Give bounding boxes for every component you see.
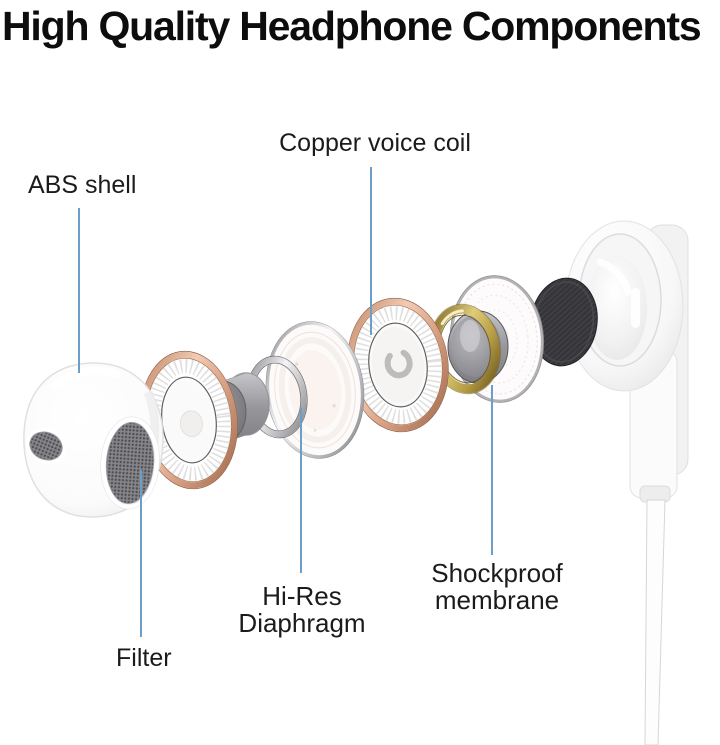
- gloss-highlight: [596, 258, 632, 296]
- copper-voice-coil-leader-line: [370, 167, 372, 335]
- shell-highlight: [51, 366, 120, 390]
- hires-diaphragm-label-line1: Hi-Res: [262, 581, 342, 611]
- hires-diaphragm-leader-line: [300, 408, 302, 573]
- abs-shell-leader-line: [78, 208, 80, 373]
- vent-mesh-small: [25, 428, 67, 464]
- hires-diaphragm-label-line2: Diaphragm: [238, 608, 366, 638]
- abs-shell-label: ABS shell: [28, 171, 137, 199]
- earbud-cable: [644, 499, 666, 745]
- filter-label: Filter: [116, 644, 172, 672]
- filter-leader-line: [140, 470, 142, 637]
- coil-center-mark: [384, 349, 413, 379]
- hires-diaphragm-label: Hi-Res Diaphragm: [238, 583, 365, 637]
- shockproof-membrane-label-line1: Shockproof: [431, 558, 563, 588]
- shockproof-membrane-label: Shockproof membrane: [431, 560, 563, 614]
- driver-center-dome: [179, 410, 204, 438]
- shockproof-membrane-label-line2: membrane: [434, 585, 560, 615]
- page-title: High Quality Headphone Components: [2, 3, 702, 49]
- earbud-rear-housing: [564, 220, 689, 745]
- shockproof-membrane-leader-line: [491, 385, 493, 555]
- copper-voice-coil-label: Copper voice coil: [279, 129, 471, 157]
- gloss-highlight: [631, 288, 640, 328]
- rear-shell-gloss: [587, 256, 647, 360]
- diaphragm-spokes: [353, 306, 443, 424]
